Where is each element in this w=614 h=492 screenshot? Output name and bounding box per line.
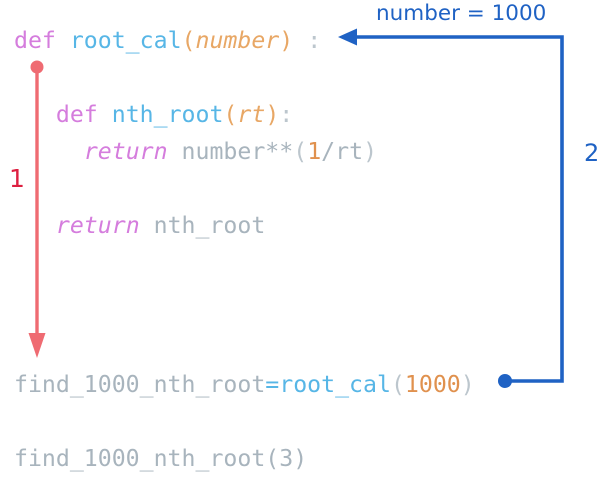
code-line-invocation: find_1000_nth_root(3) bbox=[14, 440, 307, 477]
token-indent bbox=[14, 212, 56, 239]
token-indent bbox=[14, 138, 84, 165]
token-identifier-nth-root: nth_root bbox=[153, 212, 266, 239]
token-keyword-def: def bbox=[14, 27, 70, 54]
token-paren-open: ( bbox=[223, 101, 238, 128]
token-expression-number-pow: number** bbox=[181, 138, 294, 165]
token-number-1000: 1000 bbox=[404, 371, 461, 398]
token-paren-close: ) bbox=[279, 27, 294, 54]
token-keyword-def: def bbox=[55, 101, 112, 128]
token-paren-close: ) bbox=[460, 371, 475, 398]
token-equals: = bbox=[265, 371, 280, 398]
token-indent bbox=[14, 101, 56, 128]
token-paren-open: ( bbox=[293, 138, 308, 165]
code-line-return-expression: return number**(1/rt) bbox=[14, 133, 377, 170]
annotation-caption-number-equals: number = 1000 bbox=[376, 1, 547, 26]
token-function-root-cal: root_cal bbox=[69, 27, 182, 54]
token-keyword-return: return bbox=[83, 138, 182, 165]
token-colon: : bbox=[293, 27, 322, 54]
token-call-find-1000-nth-root: find_1000_nth_root(3) bbox=[14, 445, 308, 472]
annotation-step-2-label: 2 bbox=[584, 139, 600, 167]
token-param-rt: rt bbox=[237, 101, 266, 128]
token-divide-rt: /rt bbox=[321, 138, 364, 165]
code-line-assignment-call: find_1000_nth_root=root_cal(1000) bbox=[14, 366, 475, 403]
annotation-step-1-label: 1 bbox=[9, 164, 25, 193]
token-colon: : bbox=[279, 101, 294, 128]
code-line-return-nth-root: return nth_root bbox=[14, 207, 265, 244]
code-line-def-nth-root: def nth_root(rt): bbox=[14, 96, 293, 133]
token-paren-close: ) bbox=[363, 138, 378, 165]
token-param-number: number bbox=[195, 27, 280, 54]
token-paren-open: ( bbox=[390, 371, 405, 398]
token-paren-close: ) bbox=[265, 101, 280, 128]
token-keyword-return: return bbox=[55, 212, 154, 239]
token-function-root-cal: root_cal bbox=[279, 371, 391, 398]
token-number-one: 1 bbox=[307, 138, 322, 165]
code-line-def-root-cal: def root_cal(number) : bbox=[14, 22, 321, 59]
token-function-nth-root: nth_root bbox=[111, 101, 224, 128]
token-identifier-find-1000-nth-root: find_1000_nth_root bbox=[14, 371, 266, 398]
token-paren-open: ( bbox=[181, 27, 196, 54]
